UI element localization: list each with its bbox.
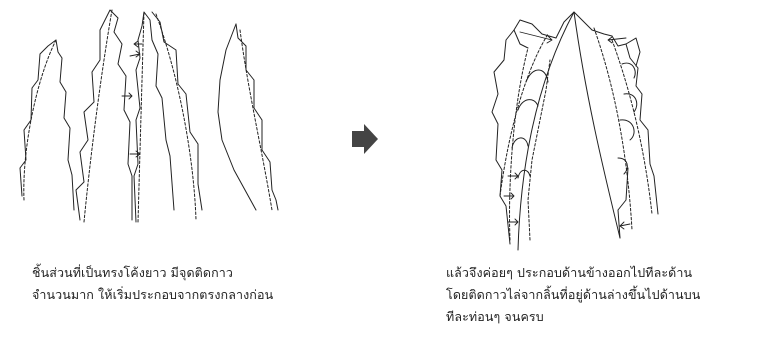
piece-outer-left xyxy=(19,39,75,211)
left-caption-line-2: จำนวนมาก ให้เริ่มประกอบจากตรงกลางก่อน xyxy=(32,287,274,302)
glue-arrows-right xyxy=(503,31,631,230)
piece-center xyxy=(133,11,175,223)
piece-outer-right xyxy=(217,23,279,211)
right-arrow-icon xyxy=(352,124,378,154)
right-caption-line-2: โดยติดกาวไล่จากลิ้นที่อยู่ด้านล่างขึ้นไป… xyxy=(446,287,701,302)
piece-inner-left xyxy=(75,9,133,223)
right-caption: แล้วจึงค่อยๆ ประกอบด้านข้างออกไปทีละด้าน… xyxy=(446,262,700,328)
glue-arrows-left xyxy=(121,40,143,158)
piece-inner-right xyxy=(151,11,203,221)
left-caption: ชิ้นส่วนที่เป็นทรงโค้งยาว มีจุดติดกาว จำ… xyxy=(32,262,273,306)
assembled-body xyxy=(491,11,659,251)
right-caption-line-3: ทีละท่อนๆ จนครบ xyxy=(446,309,544,324)
left-caption-line-1: ชิ้นส่วนที่เป็นทรงโค้งยาว มีจุดติดกาว xyxy=(32,265,234,280)
right-caption-line-1: แล้วจึงค่อยๆ ประกอบด้านข้างออกไปทีละด้าน xyxy=(446,265,693,280)
